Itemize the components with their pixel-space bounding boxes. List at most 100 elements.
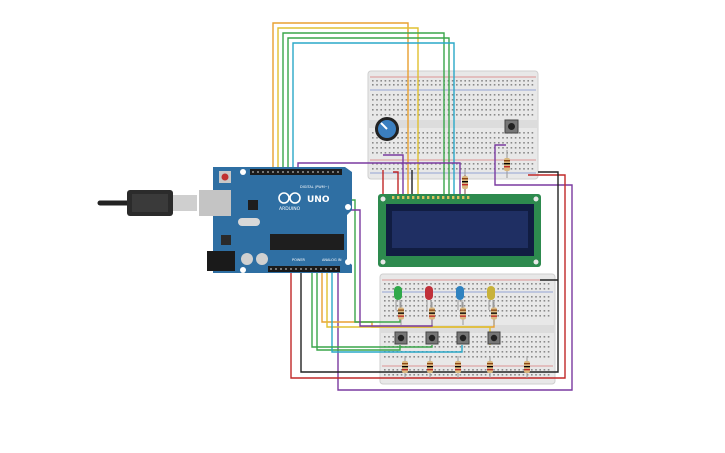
breadboard-hole[interactable] xyxy=(376,104,378,106)
breadboard-hole[interactable] xyxy=(384,305,386,307)
breadboard-hole[interactable] xyxy=(501,369,504,371)
breadboard-hole[interactable] xyxy=(468,310,470,312)
breadboard-hole[interactable] xyxy=(460,168,462,170)
breadboard-hole[interactable] xyxy=(501,283,504,285)
breadboard-hole[interactable] xyxy=(514,310,516,312)
breadboard-hole[interactable] xyxy=(523,104,525,106)
breadboard-hole[interactable] xyxy=(451,109,454,111)
breadboard-hole[interactable] xyxy=(543,310,546,312)
breadboard-hole[interactable] xyxy=(376,142,378,144)
breadboard-hole[interactable] xyxy=(531,374,533,376)
breadboard-hole[interactable] xyxy=(409,288,411,290)
breadboard-hole[interactable] xyxy=(405,283,407,285)
breadboard-hole[interactable] xyxy=(463,346,466,348)
breadboard-hole[interactable] xyxy=(531,305,533,307)
breadboard-hole[interactable] xyxy=(472,351,474,353)
breadboard-hole[interactable] xyxy=(510,84,513,86)
breadboard-hole[interactable] xyxy=(464,147,466,149)
breadboard-hole[interactable] xyxy=(472,336,474,338)
breadboard-hole[interactable] xyxy=(527,104,529,106)
breadboard-hole[interactable] xyxy=(510,109,513,111)
breadboard-hole[interactable] xyxy=(376,94,378,96)
breadboard-hole[interactable] xyxy=(518,346,520,348)
breadboard-hole[interactable] xyxy=(384,99,387,101)
breadboard-hole[interactable] xyxy=(421,296,424,298)
breadboard-hole[interactable] xyxy=(477,80,479,82)
breadboard-hole[interactable] xyxy=(519,109,521,111)
breadboard-hole[interactable] xyxy=(418,147,420,149)
breadboard-hole[interactable] xyxy=(418,142,420,144)
breadboard-hole[interactable] xyxy=(422,147,424,149)
breadboard-hole[interactable] xyxy=(505,283,508,285)
breadboard-hole[interactable] xyxy=(426,163,429,165)
breadboard-hole[interactable] xyxy=(430,80,433,82)
analog-pin[interactable] xyxy=(300,268,302,270)
breadboard-hole[interactable] xyxy=(464,132,466,134)
breadboard-hole[interactable] xyxy=(506,94,508,96)
breadboard-hole[interactable] xyxy=(413,336,415,338)
breadboard-hole[interactable] xyxy=(392,305,394,307)
breadboard-hole[interactable] xyxy=(468,351,470,353)
breadboard-hole[interactable] xyxy=(405,84,408,86)
breadboard-hole[interactable] xyxy=(388,104,391,106)
breadboard-hole[interactable] xyxy=(480,296,483,298)
breadboard-hole[interactable] xyxy=(543,351,546,353)
breadboard-hole[interactable] xyxy=(405,168,408,170)
breadboard-hole[interactable] xyxy=(514,137,517,139)
breadboard-hole[interactable] xyxy=(405,296,407,298)
breadboard-hole[interactable] xyxy=(372,147,374,149)
breadboard-hole[interactable] xyxy=(539,351,541,353)
breadboard-hole[interactable] xyxy=(376,84,378,86)
breadboard-hole[interactable] xyxy=(510,310,512,312)
breadboard-hole[interactable] xyxy=(505,341,508,343)
breadboard-hole[interactable] xyxy=(472,152,475,154)
breadboard-hole[interactable] xyxy=(547,296,550,298)
breadboard-hole[interactable] xyxy=(438,374,441,376)
breadboard-hole[interactable] xyxy=(518,283,520,285)
breadboard-hole[interactable] xyxy=(526,296,529,298)
breadboard-hole[interactable] xyxy=(481,109,483,111)
breadboard-hole[interactable] xyxy=(468,163,471,165)
breadboard-hole[interactable] xyxy=(422,163,424,165)
digital-pin[interactable] xyxy=(307,171,309,173)
breadboard-hole[interactable] xyxy=(493,374,495,376)
breadboard-hole[interactable] xyxy=(380,94,382,96)
breadboard-hole[interactable] xyxy=(535,341,537,343)
breadboard-hole[interactable] xyxy=(430,168,433,170)
breadboard-hole[interactable] xyxy=(396,356,399,358)
breadboard-hole[interactable] xyxy=(476,310,478,312)
breadboard-hole[interactable] xyxy=(522,310,525,312)
breadboard-hole[interactable] xyxy=(493,104,496,106)
breadboard-hole[interactable] xyxy=(485,152,487,154)
breadboard-hole[interactable] xyxy=(527,109,529,111)
breadboard-hole[interactable] xyxy=(481,114,483,116)
breadboard-hole[interactable] xyxy=(481,168,483,170)
breadboard-hole[interactable] xyxy=(460,84,462,86)
breadboard-hole[interactable] xyxy=(547,315,550,317)
breadboard-hole[interactable] xyxy=(523,109,525,111)
breadboard-hole[interactable] xyxy=(505,369,508,371)
digital-pin[interactable] xyxy=(257,171,259,173)
breadboard-hole[interactable] xyxy=(456,163,458,165)
breadboard-hole[interactable] xyxy=(376,147,378,149)
breadboard-hole[interactable] xyxy=(493,369,495,371)
breadboard-hole[interactable] xyxy=(393,152,395,154)
breadboard-hole[interactable] xyxy=(497,305,499,307)
breadboard-hole[interactable] xyxy=(439,137,441,139)
breadboard-hole[interactable] xyxy=(531,114,534,116)
breadboard-hole[interactable] xyxy=(417,310,420,312)
breadboard-hole[interactable] xyxy=(531,132,534,134)
breadboard-hole[interactable] xyxy=(498,163,500,165)
breadboard-hole[interactable] xyxy=(430,374,432,376)
breadboard-hole[interactable] xyxy=(468,374,470,376)
breadboard-hole[interactable] xyxy=(418,94,420,96)
breadboard-hole[interactable] xyxy=(498,168,500,170)
breadboard-hole[interactable] xyxy=(514,369,516,371)
breadboard-hole[interactable] xyxy=(484,288,487,290)
breadboard-hole[interactable] xyxy=(400,300,403,302)
digital-pin[interactable] xyxy=(302,171,304,173)
breadboard-hole[interactable] xyxy=(472,84,475,86)
breadboard-hole[interactable] xyxy=(384,168,387,170)
breadboard-hole[interactable] xyxy=(447,346,449,348)
breadboard-hole[interactable] xyxy=(418,132,420,134)
